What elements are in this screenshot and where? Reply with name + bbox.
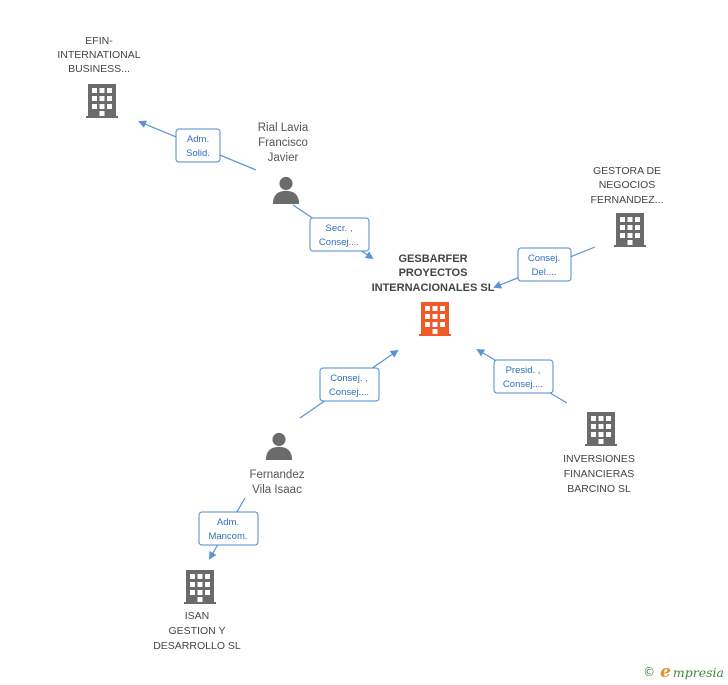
node-label-line: Francisco [258,137,308,149]
node-rial[interactable]: Rial Lavia Francisco Javier [258,122,309,204]
edge-label-line: Del.... [532,267,557,278]
copyright-icon: © [643,665,656,679]
edge-label-line: Adm. [217,517,239,528]
node-label-line: EFIN- [85,35,113,47]
node-label-line: INTERNATIONAL [57,49,140,61]
node-inversiones[interactable]: INVERSIONES FINANCIERAS BARCINO SL [563,412,635,495]
building-icon [585,412,617,446]
edge-label-line: Adm. [187,134,209,145]
edge-label-line: Mancom. [208,531,247,542]
node-label-line: INTERNACIONALES SL [372,282,495,294]
node-label-line: BUSINESS... [68,63,130,75]
node-label-line: NEGOCIOS [599,179,656,191]
building-icon [86,84,118,118]
edge-label-line: Consej. , [330,373,368,384]
edge-label-line: Secr. , [326,223,353,234]
edge-label-line: Consej.... [329,387,369,398]
node-efin[interactable]: EFIN- INTERNATIONAL BUSINESS... [57,35,141,118]
person-icon [265,432,293,460]
edge-label-rial-efin[interactable]: Adm. Solid. [175,128,221,163]
node-label-line: Rial Lavia [258,122,309,134]
edges [138,120,596,560]
edge-label-line: Solid. [186,148,210,159]
edge-label-inversiones-center[interactable]: Presid. , Consej.... [493,359,554,394]
node-label-line: Fernandez [250,469,305,481]
edge-label-rial-center[interactable]: Secr. , Consej.... [309,217,370,252]
node-label-line: FINANCIERAS [564,468,635,480]
node-label-line: Javier [268,152,299,164]
edge-label-line: Presid. , [506,365,541,376]
node-label-line: FERNANDEZ... [591,194,664,206]
edge-label-gestora-center[interactable]: Consej. Del.... [517,247,572,282]
person-icon [272,176,300,204]
node-gestora[interactable]: GESTORA DE NEGOCIOS FERNANDEZ... [591,165,664,247]
edge-label-fernandez-center[interactable]: Consej. , Consej.... [319,367,380,402]
brand-footer: © e mpresia [643,663,724,681]
node-label-line: INVERSIONES [563,453,635,465]
building-icon [419,302,451,336]
node-label-line: GESTORA DE [593,165,661,177]
node-isan[interactable]: ISAN GESTION Y DESARROLLO SL [153,570,241,652]
edge-label-line: Consej.... [503,379,543,390]
building-icon [184,570,216,604]
node-label-line: DESARROLLO SL [153,640,241,652]
brand-logo-initial: e [660,661,671,682]
brand-logo-text: mpresia [672,664,724,680]
building-icon [614,213,646,247]
node-label-line: ISAN [185,610,210,622]
node-label-line: GESTION Y [169,625,226,637]
node-label-line: PROYECTOS [399,267,468,279]
node-label-line: GESBARFER [398,253,467,265]
edge-label-line: Consej.... [319,237,359,248]
node-center[interactable]: GESBARFER PROYECTOS INTERNACIONALES SL [372,253,495,336]
node-label-line: BARCINO SL [567,483,631,495]
edge-label-fernandez-isan[interactable]: Adm. Mancom. [198,511,259,546]
node-fernandez[interactable]: Fernandez Vila Isaac [250,432,305,496]
edge-label-line: Consej. [528,253,560,264]
node-label-line: Vila Isaac [252,484,302,496]
